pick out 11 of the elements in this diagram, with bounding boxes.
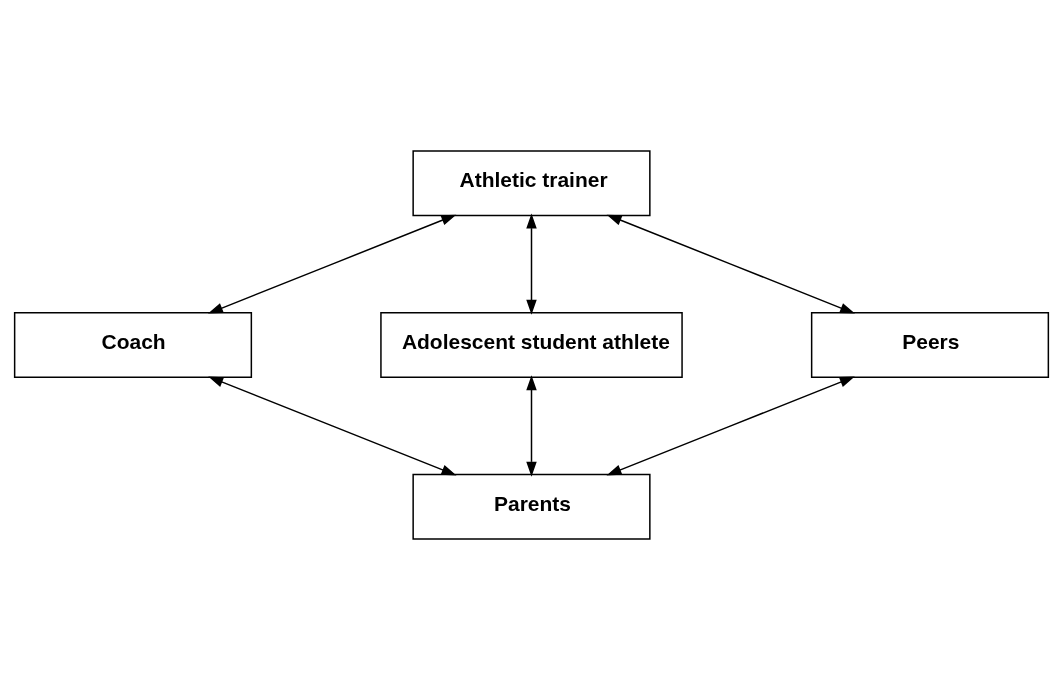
node-box: Coach	[13, 311, 253, 378]
arrow	[208, 214, 457, 314]
arrow	[526, 212, 537, 315]
arrow	[526, 374, 537, 477]
arrow	[606, 375, 855, 475]
node-box: Adolescent student athlete	[380, 311, 683, 378]
node-box: Peers	[810, 311, 1050, 378]
node-box: Parents	[412, 473, 651, 540]
arrow	[606, 214, 855, 314]
arrow	[208, 375, 457, 475]
node-box: Athletic trainer	[412, 149, 651, 216]
